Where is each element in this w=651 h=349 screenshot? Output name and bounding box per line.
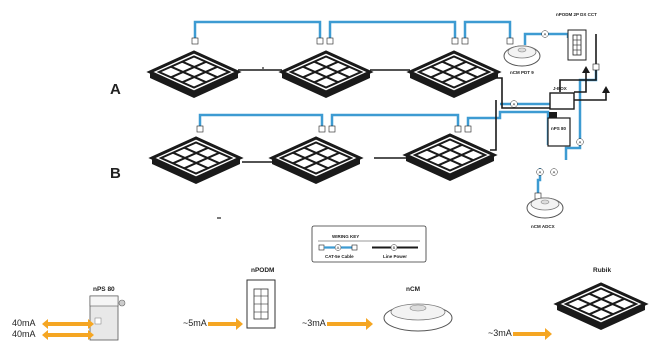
circled-symbol-cat5: A xyxy=(510,100,518,108)
svg-text:A: A xyxy=(513,102,516,107)
label-nps80-small: nPS 80 xyxy=(551,126,567,131)
svg-text:A: A xyxy=(579,140,582,145)
svg-text:A: A xyxy=(337,245,340,250)
luminaire-icon xyxy=(404,133,496,183)
wiring-key-cat5-label: CAT-5e Cable xyxy=(325,254,354,259)
ceiling-sensor-icon xyxy=(383,303,453,332)
power-pack-icon xyxy=(547,117,571,147)
legend-ncm-name: nCM xyxy=(406,286,420,293)
svg-text:A: A xyxy=(544,32,547,37)
luminaire-icon xyxy=(270,136,362,186)
circled-symbol-cat5: A xyxy=(541,30,549,38)
legend-nps80-current-2: 40mA xyxy=(12,329,36,339)
circled-symbol-cat5: A xyxy=(550,168,558,176)
legend-rubik-current: ~3mA xyxy=(488,328,512,338)
legend-rubik-name: Rubik xyxy=(593,267,611,274)
svg-text:B: B xyxy=(393,245,396,250)
label-jbox: J-BOX xyxy=(553,86,567,91)
circled-symbol-cat5: A xyxy=(536,168,544,176)
luminaire-icon xyxy=(148,50,240,100)
legend-nps80: nPS 80 40mA 40mA xyxy=(12,286,126,341)
label-npodm-2p-dx-cct: nPODM 2P DX CCT xyxy=(556,12,597,17)
wall-switch-icon xyxy=(567,29,587,61)
wiring-key-title: WIRING KEY xyxy=(332,234,359,239)
label-ncm-pdt9: nCM PDT 9 xyxy=(510,70,534,75)
wiring-key: WIRING KEY A CAT-5e Cable B Line Power xyxy=(311,225,427,263)
legend-nps80-name: nPS 80 xyxy=(93,286,115,293)
legend-nps80-current-1: 40mA xyxy=(12,318,36,328)
legend-rubik: Rubik ~3mA xyxy=(488,267,647,340)
junction-box-icon xyxy=(549,92,575,110)
wiring-key-power-label: Line Power xyxy=(383,254,407,259)
svg-text:A: A xyxy=(539,170,542,175)
legend-npodm-current: ~5mA xyxy=(183,318,207,328)
circled-symbol-cat5: A xyxy=(576,138,584,146)
row-label-a: A xyxy=(110,81,121,98)
label-ncm-adcx: nCM ADCX xyxy=(531,224,555,229)
luminaire-icon xyxy=(408,50,500,100)
ceiling-sensor-icon xyxy=(503,45,541,67)
luminaire-icon xyxy=(280,50,372,100)
legend-npodm-name: nPODM xyxy=(251,267,274,274)
legend-ncm-current: ~3mA xyxy=(302,318,326,328)
legend-npodm: nPODM ~5mA xyxy=(183,267,276,330)
legend-ncm: nCM ~3mA xyxy=(302,286,453,332)
rj45-connectors xyxy=(191,37,600,200)
luminaire-icon xyxy=(150,136,242,186)
ceiling-sensor-icon xyxy=(526,197,564,219)
row-label-b: B xyxy=(110,165,121,182)
svg-text:A: A xyxy=(553,170,556,175)
luminaire-icon xyxy=(555,282,647,332)
